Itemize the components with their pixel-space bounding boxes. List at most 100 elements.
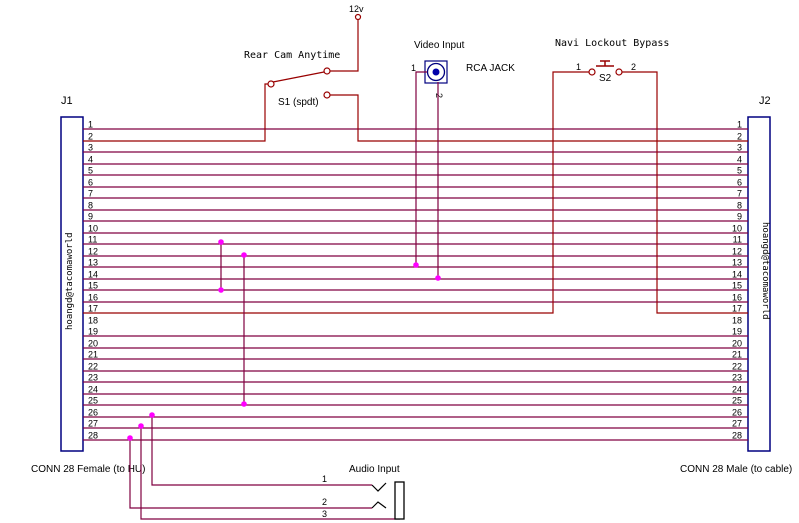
j1-pin-number: 8 [88, 201, 93, 211]
rca-jack: Video Input RCA JACK 1 2 [411, 40, 515, 278]
s2-to-j1-pin17 [83, 71, 589, 314]
audio-pin1-label: 1 [322, 474, 327, 484]
twelve-v-label: 12v [349, 4, 364, 14]
j1-pin-number: 13 [88, 258, 98, 268]
s2-pin1-label: 1 [576, 62, 581, 72]
j2-pin-number: 21 [732, 350, 742, 360]
j1-pin-number: 15 [88, 281, 98, 291]
j1-pin-number: 16 [88, 293, 98, 303]
j2-pin-number: 18 [732, 316, 742, 326]
j1-pin-number: 24 [88, 385, 98, 395]
j1-pin-number: 4 [88, 155, 93, 165]
j2-pin-number: 6 [737, 178, 742, 188]
audio-pin2-label: 2 [322, 497, 327, 507]
s1-to-j2-pin2 [330, 94, 748, 142]
junction-dot [218, 239, 224, 245]
j1-pin-number: 21 [88, 350, 98, 360]
s2-pin2-label: 2 [631, 62, 636, 72]
j2-pin-number: 17 [732, 304, 742, 314]
j2-pin-number: 25 [732, 396, 742, 406]
j2-pin-number: 4 [737, 155, 742, 165]
j2-pin-number: 9 [737, 212, 742, 222]
s1-label: S1 (spdt) [278, 97, 319, 108]
audio-pin3-label: 3 [322, 509, 327, 519]
j2-pin-number: 16 [732, 293, 742, 303]
connector-j2-body [747, 116, 771, 452]
rca-pin1-wire [415, 71, 427, 265]
j1-pin-number: 11 [88, 235, 97, 245]
s1-to-j1-pin2 [83, 83, 268, 142]
audio-input-label: Audio Input [349, 464, 400, 475]
switch-s2: Navi Lockout Bypass 1 2 S2 [83, 38, 748, 314]
junction-dot [413, 262, 419, 268]
j2-pin-number: 12 [732, 247, 742, 257]
j1-pin-number: 17 [88, 304, 98, 314]
j1-pin-number: 5 [88, 166, 93, 176]
j1-pin-number: 20 [88, 339, 98, 349]
j1-vertical-label: hoangd@tacomaworld [65, 232, 75, 330]
s2-contact-2 [615, 68, 623, 76]
junction-dot [138, 423, 144, 429]
j2-vertical-label: hoangd@tacomaworld [760, 222, 770, 320]
junction-dot [149, 412, 155, 418]
junction-dot [127, 435, 133, 441]
j2-caption: CONN 28 Male (to cable) [680, 464, 792, 475]
s2-label: S2 [599, 73, 612, 84]
s2-contact-1 [588, 68, 596, 76]
audio-pin1-wire [151, 415, 372, 486]
j1-pin-number: 9 [88, 212, 93, 222]
j1-caption: CONN 28 Female (to HU) [31, 464, 145, 475]
j2-pin-number: 15 [732, 281, 742, 291]
junction-dot [218, 287, 224, 293]
j1-pin-number: 2 [88, 132, 93, 142]
j1-pin-number: 23 [88, 373, 98, 383]
s1-lever [272, 71, 325, 83]
j1-pin-number: 27 [88, 419, 98, 429]
j2-pin-number: 5 [737, 166, 742, 176]
j2-pin-number: 28 [732, 431, 742, 441]
junction-dot [241, 252, 247, 258]
navi-bypass-label: Navi Lockout Bypass [555, 38, 669, 49]
junction-dots [127, 239, 441, 441]
j1-pin-number: 19 [88, 327, 98, 337]
j1-pin-number: 14 [88, 270, 98, 280]
audio-jack: Audio Input 1 2 3 [322, 464, 405, 520]
rca-pin2-label: 2 [434, 93, 444, 98]
audio-ring-spring [371, 501, 387, 509]
j2-pin-number: 19 [732, 327, 742, 337]
s1-throw-a [323, 67, 331, 75]
j2-pin-number: 23 [732, 373, 742, 383]
connector-j1-body [60, 116, 84, 452]
j1-pin-number: 25 [88, 396, 98, 406]
j2-pin-number: 1 [737, 120, 742, 130]
s2-to-j2-pin18 [622, 71, 748, 314]
rca-center-pin [432, 68, 440, 76]
audio-tip-spring [371, 482, 387, 492]
j1-pin-number: 12 [88, 247, 98, 257]
j1-pin-number: 22 [88, 362, 98, 372]
j1-pin-number: 1 [88, 120, 93, 130]
j2-pin-number: 14 [732, 270, 742, 280]
j1-pin-number: 6 [88, 178, 93, 188]
j2-pin-number: 8 [737, 201, 742, 211]
j1-pin-number: 28 [88, 431, 98, 441]
audio-pin2-wire [129, 438, 372, 509]
audio-pin3-wire [140, 426, 400, 520]
j2-pin-number: 26 [732, 408, 742, 418]
j2-pin-number: 22 [732, 362, 742, 372]
j2-pin-number: 11 [733, 235, 742, 245]
video-input-label: Video Input [414, 40, 465, 51]
rca-jack-label: RCA JACK [466, 63, 515, 74]
twelve-v-terminal [354, 13, 362, 21]
j2-pin-number: 13 [732, 258, 742, 268]
j2-label: J2 [759, 95, 771, 107]
j1-pin-number: 10 [88, 224, 98, 234]
j2-pin-number: 2 [737, 132, 742, 142]
j1-pin-number: 7 [88, 189, 93, 199]
rear-cam-label: Rear Cam Anytime [244, 50, 340, 61]
rca-pin1-label: 1 [411, 63, 416, 73]
j1-pin-number: 3 [88, 143, 93, 153]
j1-label: J1 [61, 95, 73, 107]
j1-pin-number: 18 [88, 316, 98, 326]
